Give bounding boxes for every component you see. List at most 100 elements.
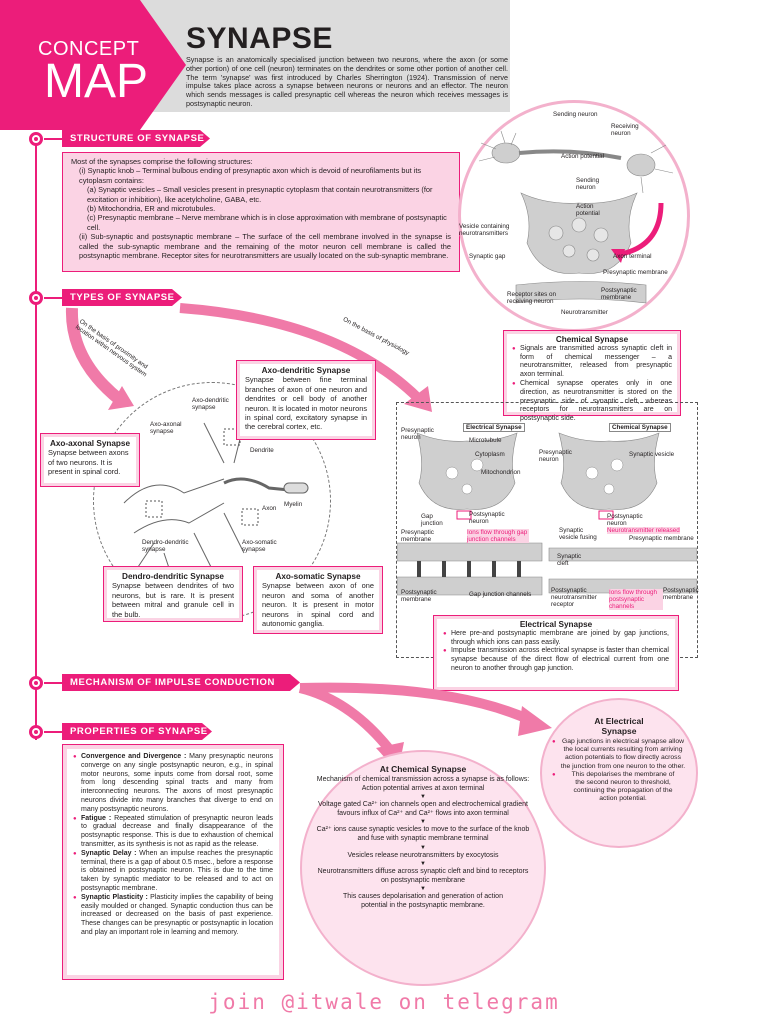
flow-step: Action potential arrives at axon termina…	[361, 784, 485, 792]
label-presynaptic-membrane: Presynaptic membrane	[603, 269, 668, 276]
fig-presynaptic-neuron: Presynaptic neuron	[401, 427, 434, 441]
label-action-potential-2: Action potential	[576, 203, 600, 217]
chemical-flow: At Chemical Synapse Mechanism of chemica…	[316, 764, 530, 911]
fig-synaptic-cleft: Synaptic cleft	[557, 553, 582, 567]
synapse-figure	[396, 432, 698, 596]
dendro-dendritic-card: Dendro-dendritic Synapse Synapse between…	[103, 566, 243, 622]
axo-axonal-text: Synapse between axons of two neurons. It…	[48, 448, 129, 477]
electrical-synapse-card: Electrical Synapse Here pre-and postsyna…	[433, 615, 679, 691]
structure-line: (c) Presynaptic membrane – Nerve membran…	[87, 213, 447, 232]
electrical-point: Here pre-and postsynaptic membrane are j…	[443, 630, 669, 648]
property-term: Convergence and Divergence :	[81, 753, 187, 760]
axo-somatic-title: Axo-somatic Synapse	[275, 572, 361, 581]
axo-somatic-text: Synapse between axon of one neuron and s…	[262, 581, 374, 629]
property-text: When an impulse reaches the presynaptic …	[81, 849, 273, 892]
label-receptor-sites: Receptor sites on receiving neuron	[507, 291, 557, 305]
timeline-node	[29, 291, 43, 305]
connector-line	[44, 138, 64, 140]
label-myelin: Myelin	[284, 501, 303, 508]
types-banner: TYPES OF SYNAPSE	[62, 289, 182, 306]
structure-banner: STRUCTURE OF SYNAPSE	[62, 130, 210, 147]
concept-label: CONCEPT	[38, 38, 140, 60]
synapse-structure-diagram: Sending neuron Receiving neuron Action p…	[458, 100, 690, 332]
chemical-intro: Mechanism of chemical transmission acros…	[316, 776, 530, 783]
map-label: MAP	[44, 55, 149, 108]
label-dendro-dendritic-synapse: Dendro-dendritic synapse	[142, 539, 189, 553]
fig-postsynaptic-neuron: Postsynaptic neuron	[469, 511, 505, 525]
connector-line	[44, 682, 64, 684]
down-arrow-icon: ▼	[420, 861, 426, 868]
fig-postsynaptic-neuron-2: Postsynaptic neuron	[607, 513, 643, 527]
label-vesicle: Vesicle containing neurotransmitters	[459, 223, 510, 237]
fig-presynaptic-membrane: Presynaptic membrane	[401, 529, 434, 543]
label-axo-dendritic-synapse: Axo-dendritic synapse	[192, 397, 229, 411]
fig-electrical-tag: Electrical Synapse	[463, 423, 525, 432]
property-text: Plasticity implies the capability of bei…	[81, 893, 273, 936]
property-item: Fatigue : Repeated stimulation of presyn…	[73, 815, 273, 850]
fig-synaptic-vesicle-fusing: Synaptic vesicle fusing	[559, 527, 597, 541]
fig-gap-junction-channels: Gap junction channels	[469, 591, 532, 598]
electrical-synapse-title: Electrical Synapse	[519, 620, 593, 629]
fig-gap-junction: Gap junction	[421, 513, 443, 527]
properties-box: Convergence and Divergence : Many presyn…	[62, 744, 284, 980]
label-axo-somatic-synapse: Axo-somatic synapse	[242, 539, 277, 553]
electrical-mechanism-title: At Electrical Synapse	[594, 716, 644, 736]
flow-step: Ca²⁺ ions cause synaptic vesicles to mov…	[316, 826, 530, 842]
flow-step: Vesicles release neurotransmitters by ex…	[347, 851, 499, 859]
chemical-mechanism-circle: At Chemical Synapse Mechanism of chemica…	[300, 750, 546, 986]
flow-step: This causes depolarisation and generatio…	[343, 893, 503, 909]
label-synaptic-gap: Synaptic gap	[469, 253, 506, 260]
structure-box: Most of the synapses comprise the follow…	[62, 152, 460, 272]
electrical-mechanism-point: This depolarises the membrane of the sec…	[552, 771, 686, 804]
structure-line: (i) Synaptic knob – Terminal bulbous end…	[79, 166, 422, 185]
fig-synaptic-vesicle: Synaptic vesicle	[629, 451, 675, 458]
property-term: Fatigue :	[81, 814, 112, 822]
fig-postsynaptic-nt-receptor: Postsynaptic neurotransmitter receptor	[551, 587, 597, 608]
fig-mitochondrion: Mitochondrion	[481, 469, 521, 476]
axo-dendritic-card: Axo-dendritic Synapse Synapse between fi…	[236, 360, 376, 440]
structure-line: (b) Mitochondria, ER and microtubules.	[87, 204, 216, 214]
label-axon: Axon	[262, 505, 277, 512]
electrical-mechanism-circle: At Electrical Synapse Gap junctions in e…	[540, 698, 698, 848]
timeline-node	[29, 132, 43, 146]
axo-somatic-card: Axo-somatic Synapse Synapse between axon…	[253, 566, 383, 634]
fig-nt-released: Neurotransmitter released	[607, 527, 680, 534]
chemical-point: Chemical synapse operates only in one di…	[512, 380, 672, 424]
synapse-structure-illustration	[478, 130, 674, 304]
chemical-synapse-card: Chemical Synapse Signals are transmitted…	[503, 330, 681, 422]
flow-step: Neurotransmitters diffuse across synapti…	[317, 868, 529, 884]
axo-dendritic-text: Synapse between fine terminal branches o…	[245, 375, 368, 432]
property-item: Convergence and Divergence : Many presyn…	[73, 753, 273, 815]
chemical-synapse-title: Chemical Synapse	[555, 335, 629, 344]
label-receiving-neuron: Receiving neuron	[611, 123, 639, 137]
synapse-figure-frame: Presynaptic neuron Electrical Synapse Mi…	[396, 402, 699, 658]
flow-step: Voltage gated Ca²⁺ ion channels open and…	[318, 801, 528, 817]
property-text: Many presynaptic neurons converge on any…	[81, 753, 274, 813]
timeline-node	[29, 725, 43, 739]
down-arrow-icon: ▼	[420, 886, 426, 893]
fig-ions-flow: Ions flow through gap junction channels	[467, 529, 529, 543]
dendro-dendritic-text: Synapse between dendrites of two neurons…	[112, 581, 234, 619]
down-arrow-icon: ▼	[420, 819, 426, 826]
down-arrow-icon: ▼	[420, 844, 426, 851]
connector-line	[44, 297, 64, 299]
structure-line: (ii) Sub-synaptic and postsynaptic membr…	[79, 232, 451, 261]
label-axo-axonal-synapse: Axo-axonal synapse	[150, 421, 182, 435]
label-axon-terminal: Axon terminal	[613, 253, 652, 260]
fig-microtubule: Microtubule	[469, 437, 502, 444]
fig-postsynaptic-membrane: Postsynaptic membrane	[401, 589, 437, 603]
structure-line: (a) Synaptic vesicles – Small vesicles p…	[87, 185, 433, 204]
label-sending-neuron-2: Sending neuron	[576, 177, 600, 191]
label-sending-neuron: Sending neuron	[553, 111, 598, 118]
telegram-footer: join @itwale on telegram	[208, 990, 560, 1014]
axo-axonal-card: Axo-axonal Synapse Synapse between axons…	[40, 433, 140, 487]
connector-line	[44, 731, 64, 733]
property-term: Synaptic Delay :	[81, 849, 137, 857]
electrical-mechanism-point: Gap junctions in electrical synapse allo…	[552, 738, 686, 771]
neuron-illustration	[123, 422, 309, 584]
down-arrow-icon: ▼	[420, 794, 426, 801]
mechanism-banner: MECHANISM OF IMPULSE CONDUCTION	[62, 674, 300, 691]
label-dendrite: Dendrite	[250, 447, 274, 454]
axo-axonal-title: Axo-axonal Synapse	[49, 439, 131, 448]
intro-paragraph: Synapse is an anatomically specialised j…	[186, 55, 508, 108]
